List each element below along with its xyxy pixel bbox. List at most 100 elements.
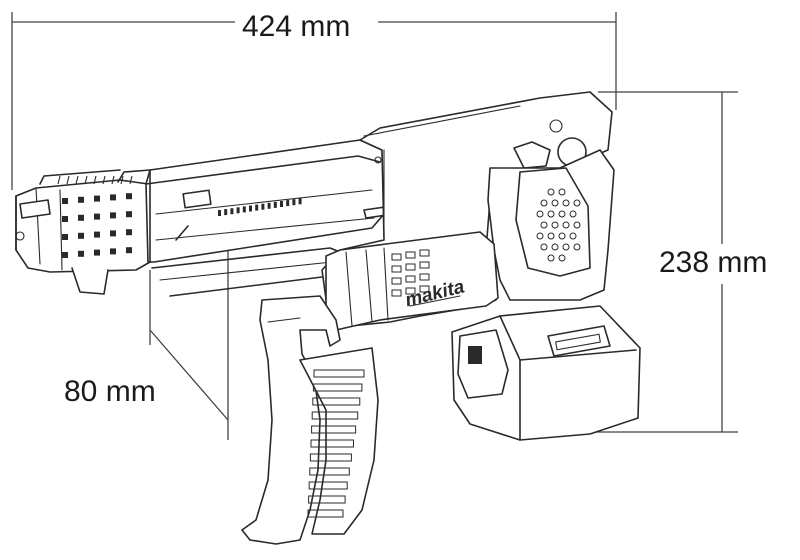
hook-rib-pattern: [307, 369, 365, 518]
hook-rib: [308, 495, 346, 504]
grip-dot: [540, 221, 548, 229]
nose-hole: [78, 250, 84, 257]
grip-dot: [558, 232, 566, 240]
motor-vent: [419, 249, 430, 257]
grip-dot: [551, 199, 559, 207]
hook-rib: [312, 397, 361, 406]
motor-vent: [405, 287, 416, 295]
magazine-slot: [249, 205, 252, 212]
magazine-body: [145, 139, 395, 297]
grip-dot: [573, 199, 581, 207]
grip-dot: [540, 199, 548, 207]
grip-dot: [569, 232, 577, 240]
depth-slot: [102, 175, 106, 185]
magazine-slot-row: [218, 198, 302, 216]
grip-dot: [558, 188, 566, 196]
depth-adjust-slots: [57, 175, 133, 185]
grip-dot: [558, 254, 566, 262]
nose-hole: [62, 234, 68, 240]
magazine-dimension-line: [149, 329, 229, 421]
hook-rib: [312, 383, 363, 392]
motor-vent: [391, 265, 402, 273]
hook-rib: [313, 369, 365, 378]
motor-vent: [391, 253, 402, 261]
grip-dot-pattern: [536, 188, 581, 262]
magazine-dimension-label: 80 mm: [62, 375, 158, 408]
magazine-slot: [298, 198, 302, 205]
magazine-slot: [218, 210, 221, 216]
grip-dot: [551, 243, 559, 251]
magazine-slot: [255, 204, 259, 211]
dimension-lines: [11, 12, 738, 440]
grip-dot: [536, 232, 544, 240]
motor-vent: [419, 285, 430, 293]
magazine-slot: [280, 201, 283, 207]
magazine-slot: [273, 201, 277, 208]
belt-hook: [241, 295, 379, 545]
nose-hole: [110, 212, 116, 219]
magazine-slot: [224, 209, 228, 216]
nose-hole: [62, 252, 68, 258]
hook-rib: [311, 425, 357, 434]
nose-hole: [94, 249, 100, 256]
grip-dot: [573, 221, 581, 229]
depth-slot: [93, 175, 97, 185]
nose-hole: [62, 198, 68, 204]
depth-slot: [129, 175, 133, 185]
nose-piece: [15, 169, 151, 295]
magazine-slot: [261, 203, 265, 210]
depth-slot: [120, 175, 124, 185]
nose-hole: [126, 229, 132, 236]
nose-hole: [62, 216, 68, 222]
nose-hole: [126, 193, 132, 200]
nose-hole: [94, 213, 100, 220]
grip-dot: [562, 199, 570, 207]
nose-hole: [110, 230, 116, 237]
grip-dot: [547, 254, 555, 262]
hook-rib: [311, 411, 359, 420]
motor-vent: [405, 275, 416, 283]
hook-rib: [309, 453, 352, 462]
depth-slot: [57, 175, 61, 185]
magazine-slot: [267, 202, 271, 209]
nose-hole: [94, 195, 100, 202]
hook-rib: [308, 481, 348, 490]
grip-dot: [562, 221, 570, 229]
magazine-slot: [230, 208, 234, 215]
hook-rib: [307, 509, 344, 518]
grip-dot: [569, 210, 577, 218]
grip-dot: [540, 243, 548, 251]
motor-vent: [391, 277, 402, 285]
motor-vent: [419, 261, 430, 269]
length-dimension-label: 424 mm: [238, 12, 355, 42]
height-dimension-label: 238 mm: [657, 246, 770, 280]
grip-dot: [547, 188, 555, 196]
nose-hole: [78, 232, 84, 239]
nose-hole: [78, 214, 84, 221]
nose-hole: [126, 247, 132, 254]
magazine-slot: [286, 200, 290, 207]
nose-hole: [110, 194, 116, 201]
grip-dot: [562, 243, 570, 251]
nose-hole: [94, 231, 100, 238]
nose-hole-grid: [62, 193, 132, 258]
hook-rib: [310, 439, 354, 448]
nose-hole: [110, 248, 116, 255]
magazine-slot: [292, 199, 296, 206]
nose-hole: [126, 211, 132, 218]
motor-vent: [419, 273, 430, 281]
grip-dot: [573, 243, 581, 251]
depth-slot: [75, 175, 79, 185]
grip-dot: [536, 210, 544, 218]
depth-slot: [111, 175, 115, 185]
motor-vent: [405, 251, 416, 259]
battery-pack: [451, 305, 641, 441]
nose-hole: [78, 196, 84, 203]
motor-vent: [405, 263, 416, 271]
grip-dot: [558, 210, 566, 218]
motor-vent: [391, 289, 402, 297]
handle-grip: [487, 149, 615, 301]
motor-block: makita: [325, 231, 499, 331]
grip-dot: [551, 221, 559, 229]
